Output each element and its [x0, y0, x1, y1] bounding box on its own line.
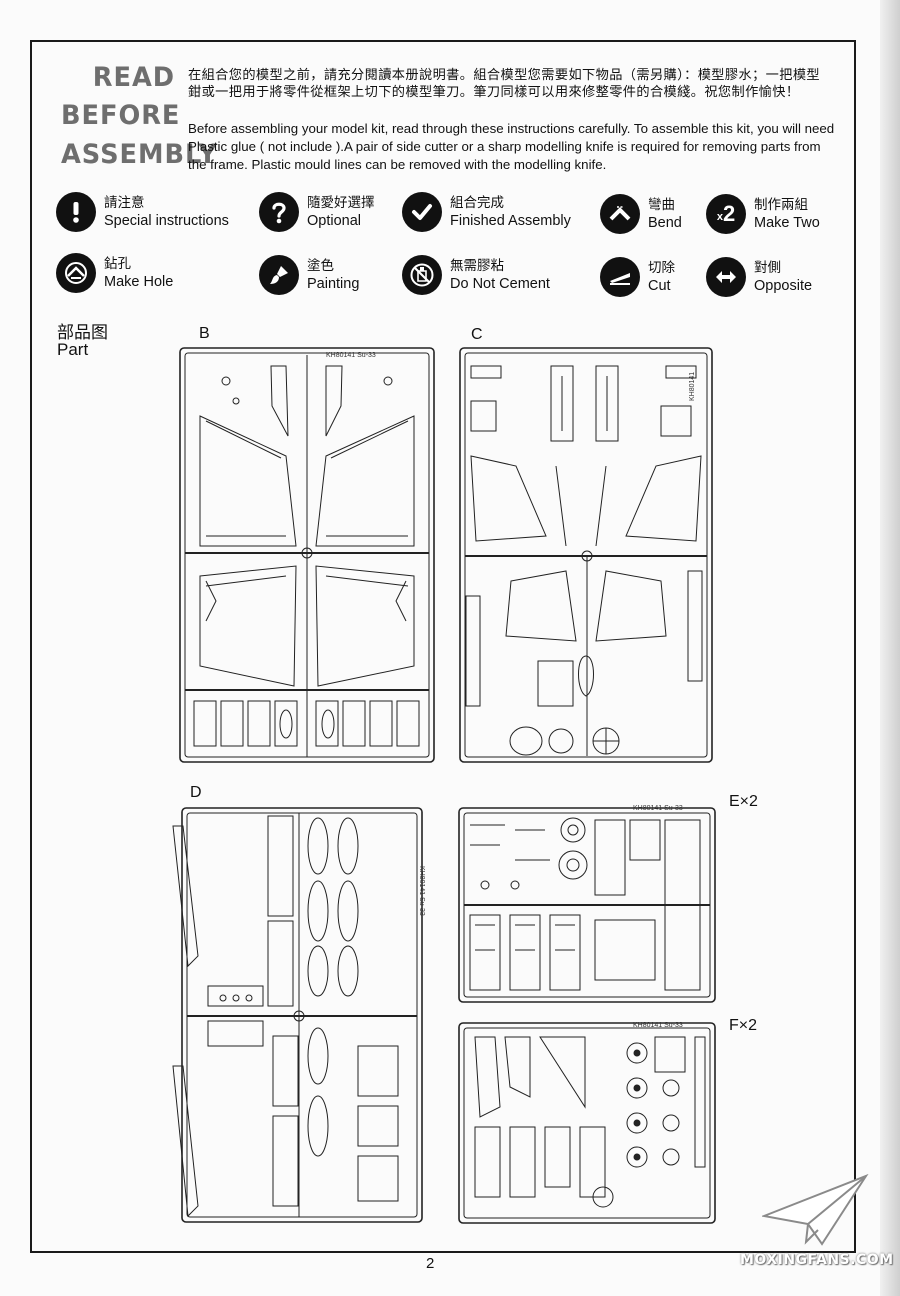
legend-label-cn: 切除: [648, 260, 675, 276]
legend-label-cn: 制作兩組: [754, 197, 808, 213]
no-glue-icon: [402, 255, 442, 295]
legend-painting: 塗色 Painting: [259, 255, 359, 295]
chinese-intro-text: 在組合您的模型之前，請充分閱讀本册說明書。組合模型您需要如下物品（需另購）：模型…: [188, 68, 821, 100]
legend-optional: 隨愛好選擇 Optional: [259, 192, 375, 232]
page-edge-shadow: [880, 0, 900, 1296]
paper-plane-logo: [762, 1173, 869, 1246]
sprue-d-code: KH80141 Su-33: [418, 866, 425, 916]
sprue-c-code: KH80141: [689, 372, 696, 401]
legend-opposite: 對側 Opposite: [706, 257, 812, 297]
brush-icon: [259, 255, 299, 295]
legend-label-cn: 請注意: [104, 195, 145, 211]
legend-special-instructions: 請注意 Special instructions: [56, 192, 229, 232]
page-number: 2: [426, 1255, 435, 1272]
legend-label-cn: 無需膠粘: [450, 258, 504, 274]
legend-do-not-cement: 無需膠粘 Do Not Cement: [402, 255, 550, 295]
sprue-d-drawing: KH80141 Su-33: [172, 807, 425, 1223]
x2-number: 2: [722, 201, 736, 226]
legend-label-en: Finished Assembly: [450, 213, 571, 229]
sprue-label-c: C: [471, 326, 483, 343]
legend-label-cn: 鉆孔: [104, 256, 131, 272]
header-title-line-2: BEFORE: [61, 100, 181, 131]
sprue-b-code: KH80141 Su-33: [326, 352, 376, 359]
opposite-arrows-icon: [706, 257, 746, 297]
legend-make-hole: 鉆孔 Make Hole: [56, 253, 173, 293]
sprue-e-code: KH80141 Su-33: [633, 805, 683, 812]
header-title-line-3: ASSEMBLY: [61, 139, 218, 170]
bend-icon: [600, 194, 640, 234]
legend-label-cn: 彎曲: [648, 197, 675, 213]
sprue-label-e: E×2: [729, 793, 758, 810]
legend-label-cn: 組合完成: [450, 195, 504, 211]
sprue-b-drawing: KH80141 Su-33: [179, 347, 435, 763]
legend-label-cn: 塗色: [307, 258, 334, 274]
check-icon: [402, 192, 442, 232]
cut-icon: [600, 257, 640, 297]
parts-heading-en: Part: [57, 340, 89, 359]
drill-icon: [56, 253, 96, 293]
legend-label-cn: 隨愛好選擇: [307, 195, 375, 211]
legend-label-en: Painting: [307, 276, 360, 292]
sprue-f-drawing: KH80141 Su-33: [458, 1022, 716, 1224]
legend-label-en: Opposite: [754, 278, 813, 294]
page-frame: [30, 40, 856, 1253]
header-title-line-1: READ: [92, 62, 175, 93]
english-intro-text: Before assembling your model kit, read t…: [188, 121, 835, 172]
legend-label-en: Bend: [648, 215, 682, 231]
legend-label-en: Do Not Cement: [450, 276, 550, 292]
sprue-f-code: KH80141 Su-33: [633, 1022, 683, 1029]
sprue-label-d: D: [190, 784, 202, 801]
legend-finished-assembly: 組合完成 Finished Assembly: [402, 192, 571, 232]
question-icon: [259, 192, 299, 232]
legend-cut: 切除 Cut: [600, 257, 675, 297]
exclamation-icon: [56, 192, 96, 232]
sprue-c-drawing: KH80141: [459, 347, 713, 763]
sprue-label-f: F×2: [729, 1017, 758, 1034]
legend-label-cn: 對側: [754, 260, 781, 276]
watermark-text: MOXINGFANS.COM: [740, 1252, 894, 1268]
legend-label-en: Special instructions: [104, 213, 229, 229]
sprue-label-b: B: [199, 325, 210, 342]
legend-bend: 彎曲 Bend: [600, 194, 682, 234]
legend-label-en: Cut: [648, 278, 671, 294]
parts-heading-cn: 部品图: [57, 323, 108, 343]
sprue-e-drawing: KH80141 Su-33: [458, 805, 716, 1003]
legend-label-en: Make Two: [754, 215, 820, 231]
legend-label-en: Make Hole: [104, 274, 174, 290]
legend-label-en: Optional: [307, 213, 362, 229]
